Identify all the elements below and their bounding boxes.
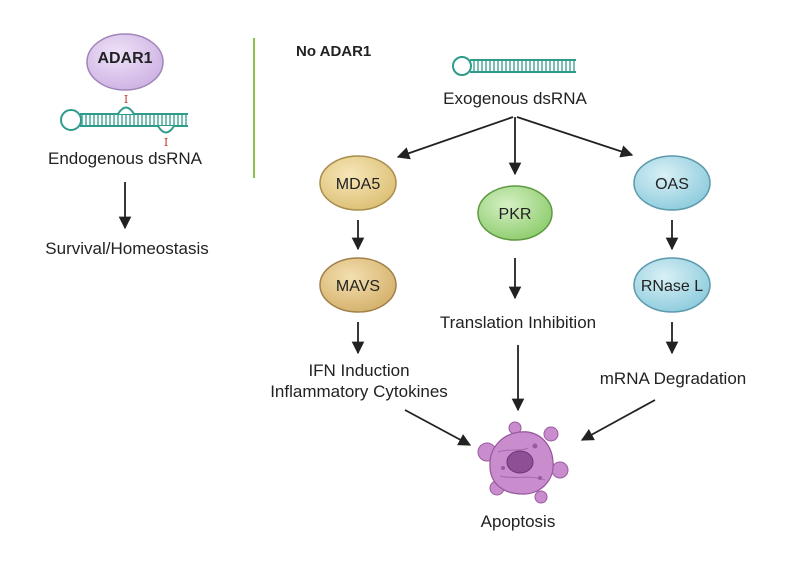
- survival-label: Survival/Homeostasis: [45, 239, 209, 258]
- mda5-label: MDA5: [336, 176, 381, 193]
- ifn-induction-label: IFN Induction: [308, 361, 410, 380]
- oas-node: [633, 155, 711, 211]
- pkr-label: PKR: [499, 206, 532, 223]
- apoptotic-cell-icon: [477, 421, 569, 504]
- rnase-l-node: [633, 257, 711, 313]
- pkr-node: [477, 185, 553, 241]
- arrow-ifn-to-apoptosis: [404, 409, 472, 446]
- translation-inhibition-label: Translation Inhibition: [439, 313, 597, 332]
- arrow-mrna-to-apoptosis: [580, 399, 656, 441]
- rnase-l-label: RNase L: [641, 278, 703, 295]
- edit-mark-lower: I: [163, 136, 169, 149]
- mrna-degradation-label: mRNA Degradation: [599, 369, 747, 388]
- edit-mark-upper: I: [123, 93, 129, 106]
- adar1-label: ADAR1: [97, 50, 153, 67]
- arrow-to-mda5: [396, 116, 514, 160]
- mavs-label: MAVS: [336, 278, 380, 295]
- inflammatory-cytokines-label: Inflammatory Cytokines: [270, 382, 448, 401]
- apoptosis-label: Apoptosis: [480, 512, 556, 531]
- oas-label: OAS: [655, 176, 689, 193]
- dsrna-hairpin-icon: [452, 56, 576, 76]
- endogenous-dsrna-label: Endogenous dsRNA: [47, 149, 203, 168]
- mavs-node: [319, 257, 397, 313]
- dsrna-hairpin-icon: [60, 106, 188, 134]
- mda5-node: [319, 155, 397, 211]
- exogenous-dsrna-label: Exogenous dsRNA: [443, 89, 587, 108]
- no-adar1-label: No ADAR1: [296, 43, 372, 60]
- arrow-to-oas: [516, 116, 634, 158]
- adar1-node: [86, 33, 164, 91]
